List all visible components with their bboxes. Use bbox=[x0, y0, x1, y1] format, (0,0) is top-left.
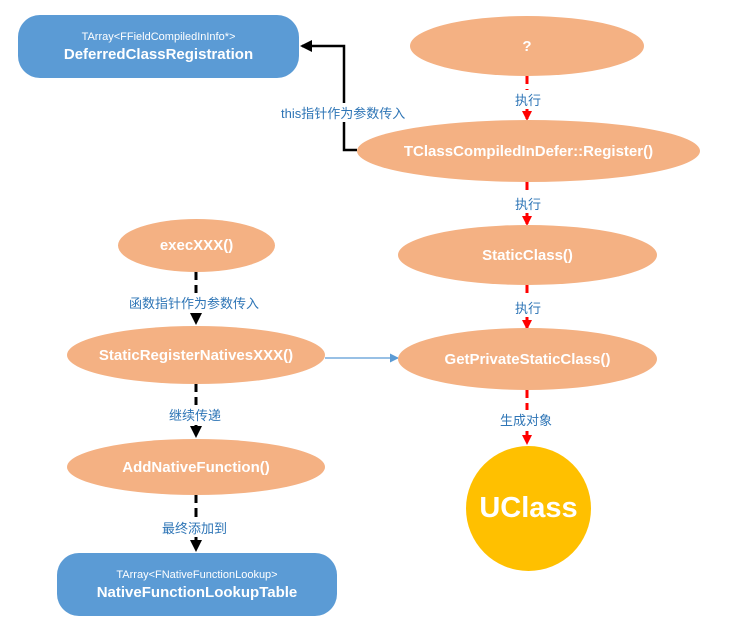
edge-label-this-pointer: this指针作为参数传入 bbox=[279, 103, 408, 122]
add-native-function-node: AddNativeFunction() bbox=[67, 439, 325, 495]
deferred-class-registration-node: TArray<FFieldCompiledInInfo*> DeferredCl… bbox=[18, 15, 299, 78]
exec-xxx-node: execXXX() bbox=[118, 219, 275, 272]
edge-label-continue-pass: 继续传递 bbox=[167, 405, 224, 424]
arrow-register-to-deferred bbox=[300, 40, 357, 152]
edge-label-exec-2: 执行 bbox=[513, 194, 544, 213]
edge-label-finally-add: 最终添加到 bbox=[160, 518, 230, 537]
unknown-caller-node: ? bbox=[410, 16, 644, 76]
lookup-table-name: NativeFunctionLookupTable bbox=[96, 583, 298, 601]
static-class-node: StaticClass() bbox=[398, 225, 657, 285]
deferred-registration-type: TArray<FFieldCompiledInInfo*> bbox=[81, 30, 236, 43]
register-node: TClassCompiledInDefer::Register() bbox=[357, 120, 700, 182]
lookup-table-type: TArray<FNativeFunctionLookup> bbox=[116, 568, 278, 581]
get-private-static-class-node: GetPrivateStaticClass() bbox=[398, 328, 657, 390]
edge-label-generate-object: 生成对象 bbox=[498, 410, 555, 429]
native-function-lookup-table-node: TArray<FNativeFunctionLookup> NativeFunc… bbox=[57, 553, 337, 616]
edge-label-exec-3: 执行 bbox=[513, 298, 544, 317]
deferred-registration-name: DeferredClassRegistration bbox=[63, 45, 254, 63]
edge-label-exec-1: 执行 bbox=[513, 90, 544, 109]
static-register-natives-node: StaticRegisterNativesXXX() bbox=[67, 326, 325, 384]
edge-label-function-pointer: 函数指针作为参数传入 bbox=[127, 293, 262, 312]
uclass-node: UClass bbox=[466, 446, 591, 571]
